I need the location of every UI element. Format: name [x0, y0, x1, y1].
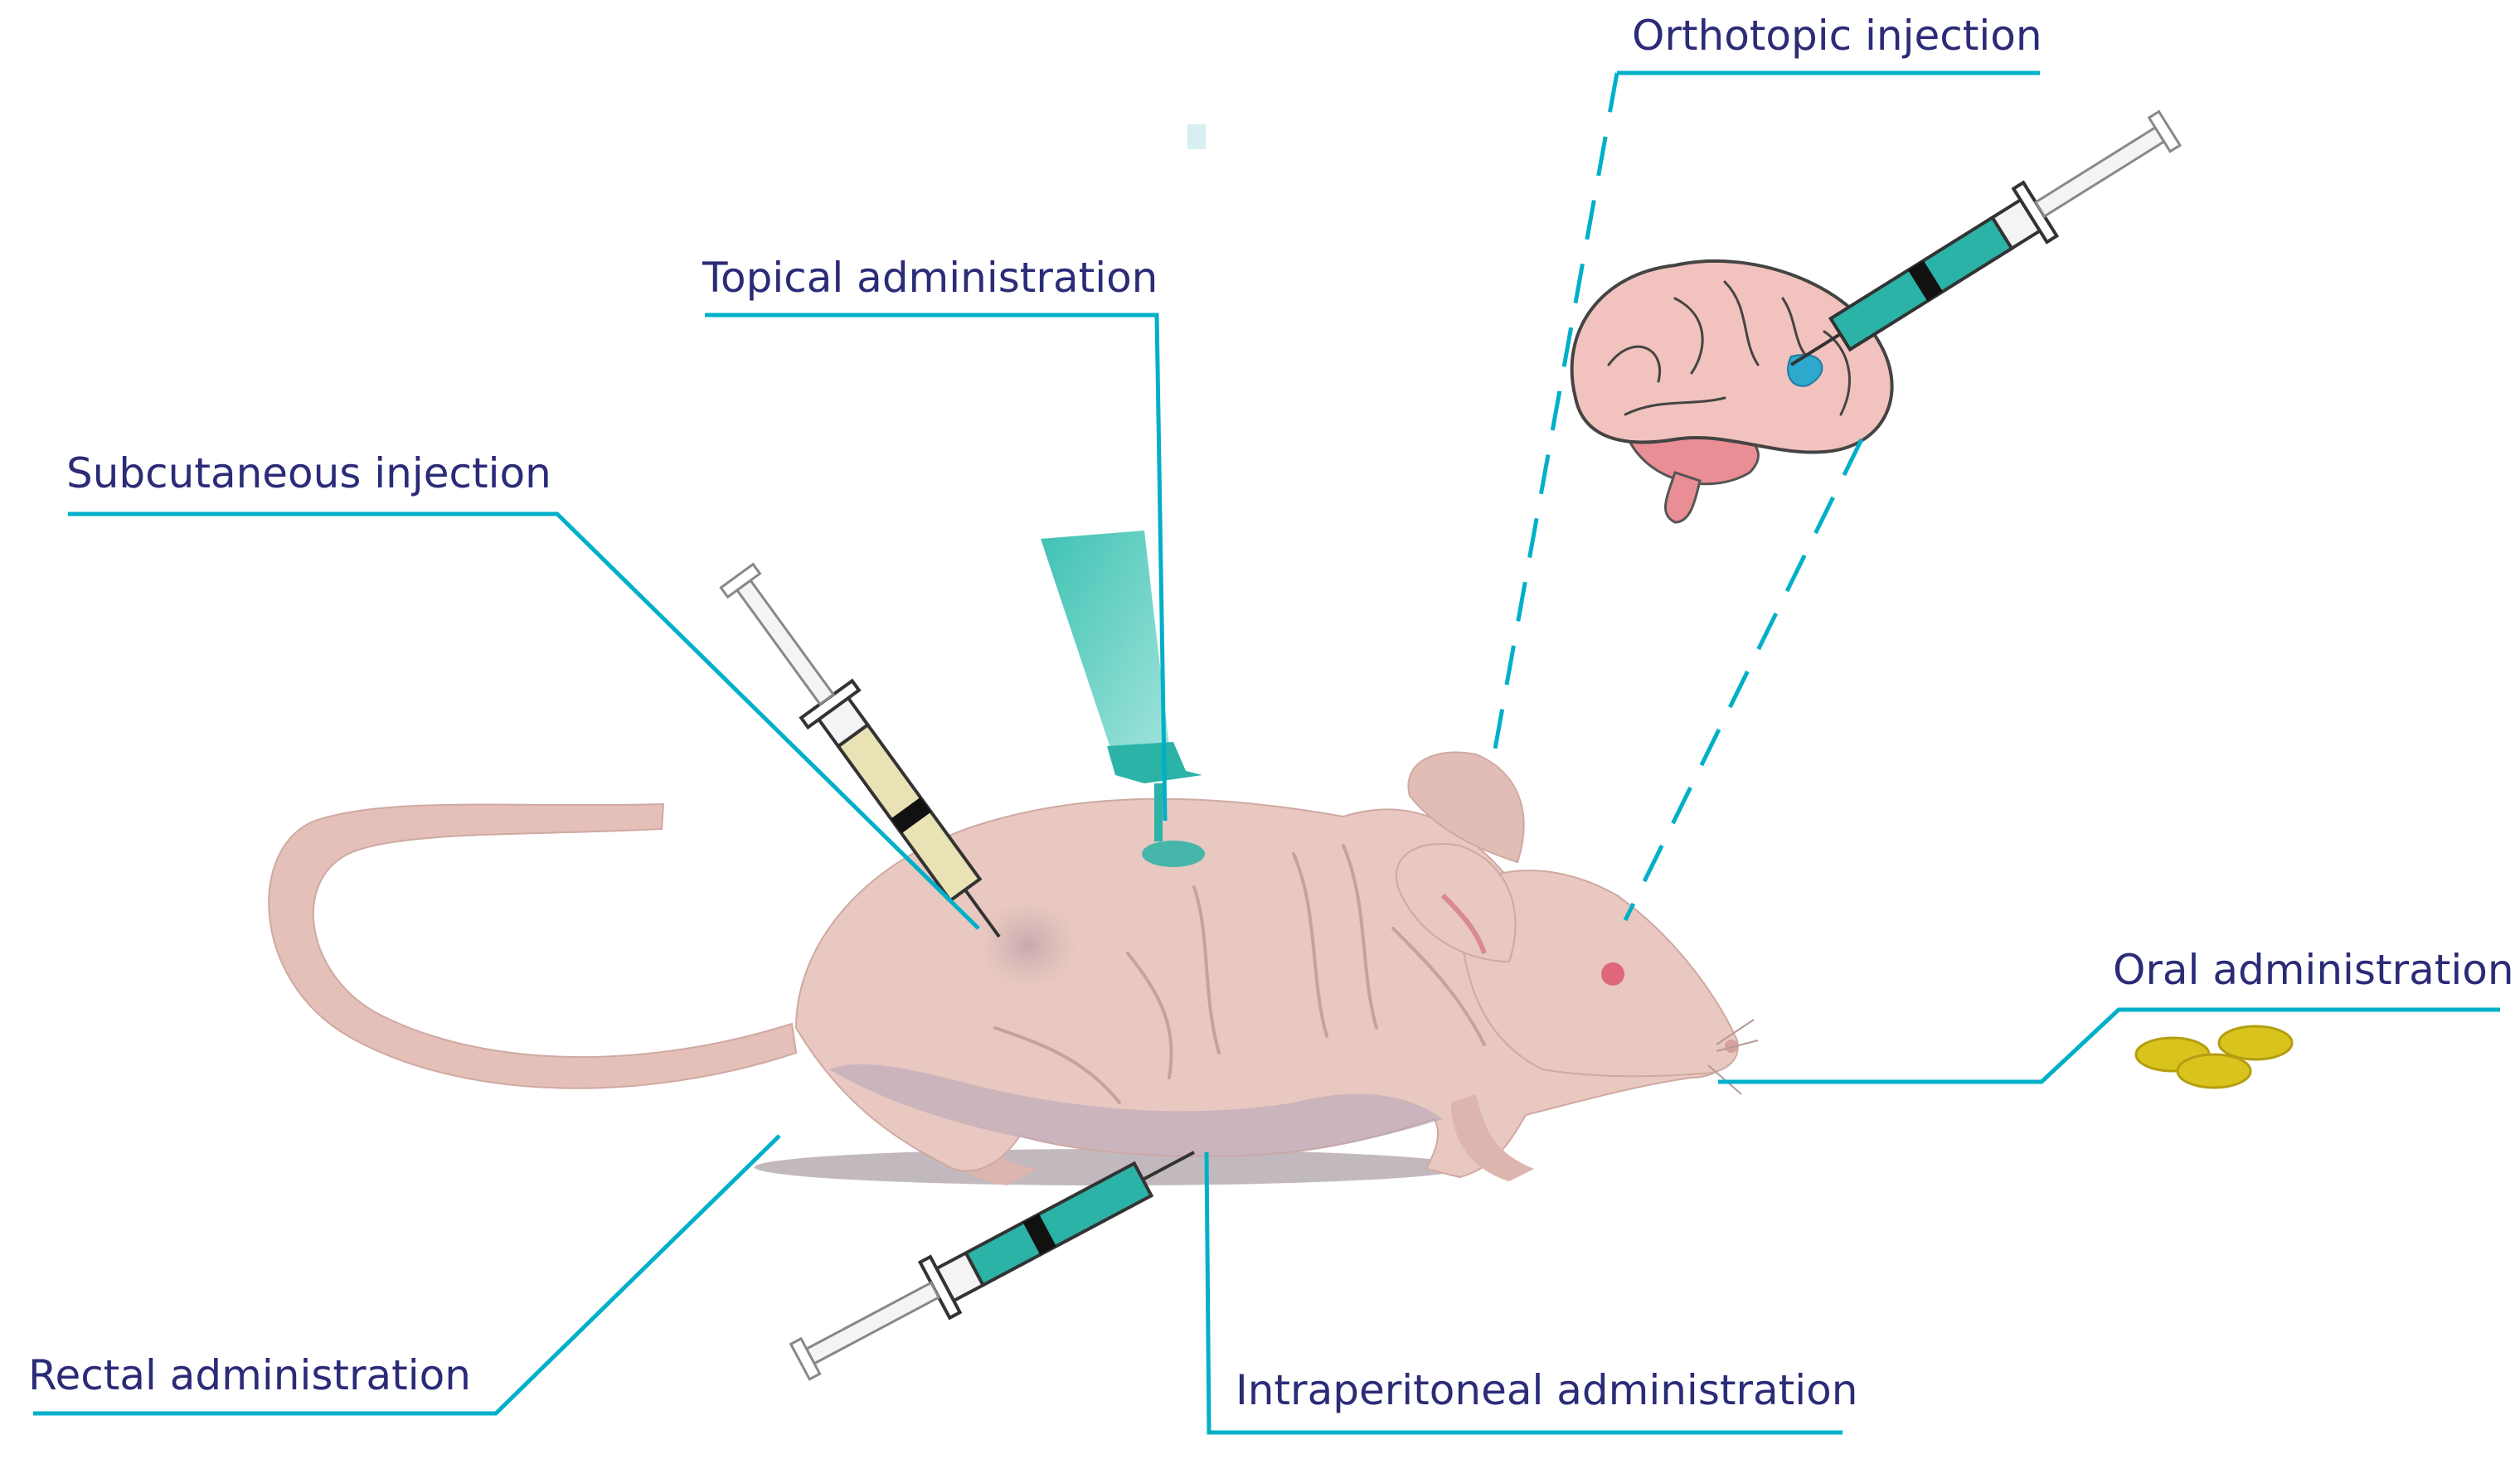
brain-stem	[1663, 471, 1702, 524]
ointment-drip	[1154, 783, 1163, 841]
tube-nozzle	[1107, 742, 1202, 783]
tube-cap-faded	[1187, 124, 1206, 149]
mouse-nose	[1725, 1040, 1738, 1053]
label-orthotopic-injection: Orthotopic injection	[1632, 12, 2042, 60]
orthotopic-dashed-line-left	[1490, 72, 1619, 763]
mouse-front-leg	[1451, 1094, 1534, 1181]
topical-ointment-tube	[1041, 124, 1206, 841]
subcutaneous-syringe	[719, 562, 1001, 938]
brain-illustration	[1570, 259, 1894, 524]
topical-leader	[705, 313, 1168, 822]
leader-lines	[33, 70, 2500, 1435]
subcutaneous-leader	[68, 511, 980, 930]
tube-body	[1041, 531, 1169, 750]
intraperitoneal-syringe	[789, 1151, 1195, 1381]
orthotopic-dashed-line-right	[1623, 438, 1864, 922]
rectal-leader	[33, 1134, 781, 1416]
orthotopic-syringe	[1789, 109, 2183, 366]
pill	[2176, 1053, 2252, 1089]
label-rectal-administration: Rectal administration	[28, 1351, 471, 1399]
injection-site-bruise	[978, 899, 1078, 991]
label-topical-administration: Topical administration	[702, 254, 1158, 302]
pill	[2217, 1025, 2294, 1061]
oral-leader	[1718, 1007, 2500, 1084]
label-subcutaneous-injection: Subcutaneous injection	[66, 449, 551, 497]
mouse-head	[1458, 870, 1739, 1078]
intraperitoneal-leader	[1204, 1151, 1843, 1435]
mouse-ear-inner	[1440, 893, 1487, 954]
mouse-skin-folds	[993, 844, 1486, 1104]
nude-mouse-illustration	[268, 751, 1759, 1185]
mouse-tail	[268, 802, 798, 1089]
mouse-eye	[1601, 962, 1624, 986]
label-intraperitoneal-administration: Intraperitoneal administration	[1236, 1366, 1858, 1414]
label-oral-administration: Oral administration	[2113, 946, 2514, 994]
mouse-belly-shading	[829, 1064, 1443, 1156]
mouse-ear-front	[1395, 843, 1517, 963]
oral-pills	[2134, 1025, 2294, 1089]
mouse-ear-back	[1407, 751, 1525, 864]
topical-application-spot	[1142, 841, 1205, 867]
